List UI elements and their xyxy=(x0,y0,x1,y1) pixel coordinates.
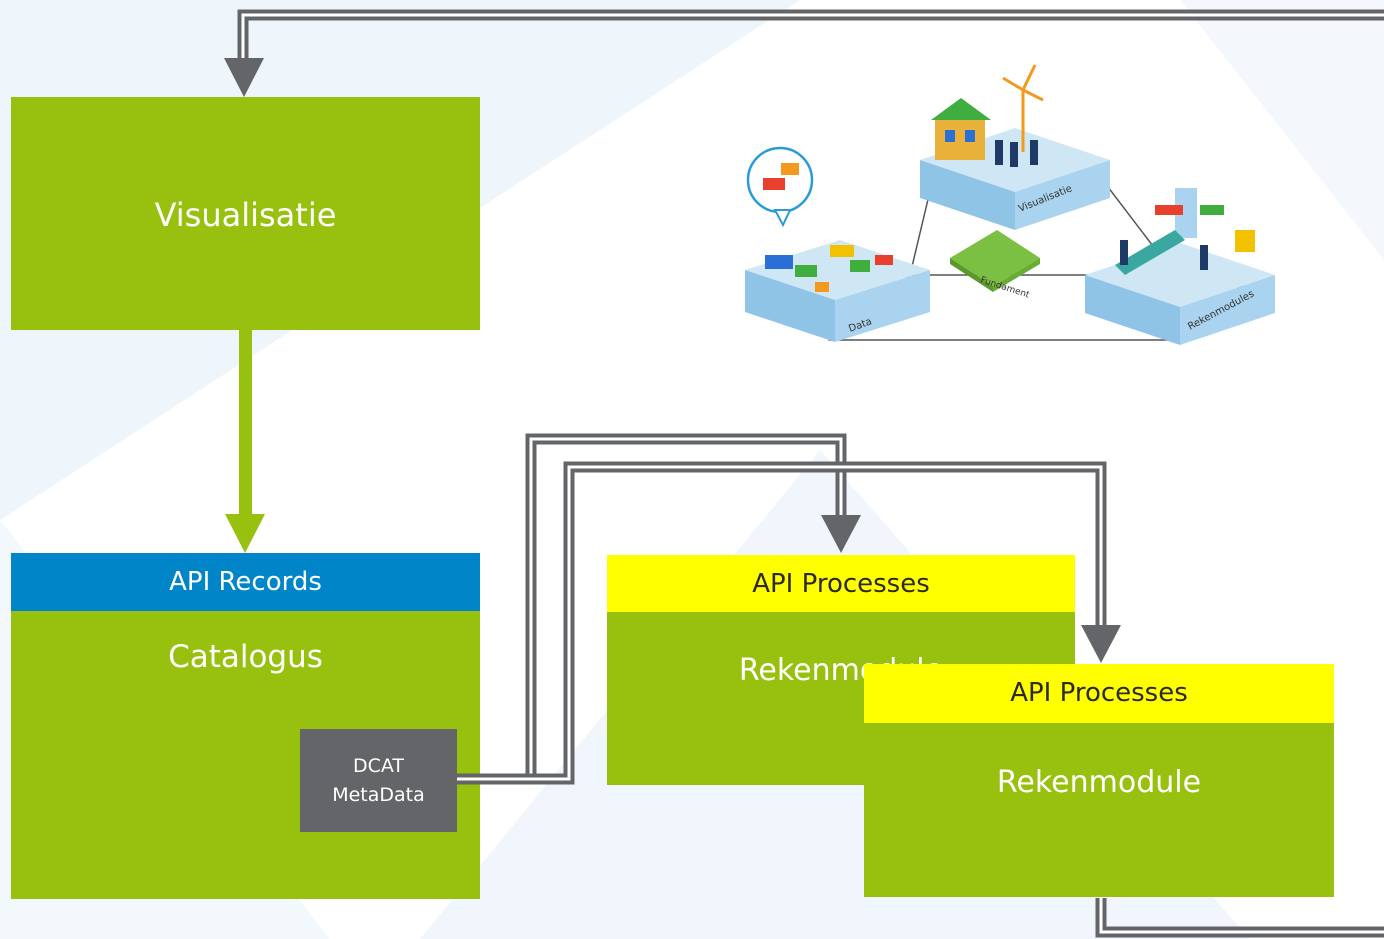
catalogus-box: API Records Catalogus xyxy=(11,553,480,899)
data-platform: Data xyxy=(745,240,930,342)
api-processes-header-front: API Processes xyxy=(864,664,1334,723)
api-processes-label-back: API Processes xyxy=(752,569,930,599)
catalogus-label: Catalogus xyxy=(168,639,323,675)
speech-bubble xyxy=(746,146,814,228)
bottom-return-connector xyxy=(1095,898,1384,938)
top-return-connector xyxy=(237,9,1384,62)
api-processes-header-back: API Processes xyxy=(607,555,1075,612)
rekenmodules-platform: Rekenmodules xyxy=(1085,188,1275,345)
arrow-into-visualisatie xyxy=(224,58,264,97)
visualisatie-label: Visualisatie xyxy=(154,196,337,234)
visualisatie-box: Visualisatie xyxy=(11,97,480,330)
green-arrow-shaft xyxy=(239,330,252,515)
dcat-line1: DCAT xyxy=(352,754,405,777)
fundament-plate: Fundament xyxy=(950,230,1040,301)
rekenmodule-label-front: Rekenmodule xyxy=(996,765,1202,800)
dcat-line2: MetaData xyxy=(332,783,425,806)
visualisatie-platform: Visualisatie xyxy=(920,64,1110,230)
api-records-label: API Records xyxy=(169,567,322,597)
dcat-metadata-box: DCAT MetaData xyxy=(300,729,457,832)
api-processes-label-front: API Processes xyxy=(1010,678,1188,708)
green-arrow-head xyxy=(225,514,265,553)
isometric-illustration: Data Visualisatie Fundament xyxy=(745,64,1275,345)
api-records-header: API Records xyxy=(11,553,480,611)
rekenmodule-box-front: API Processes Rekenmodule xyxy=(864,664,1334,897)
dcat-to-rekenmodule-back xyxy=(457,433,847,785)
